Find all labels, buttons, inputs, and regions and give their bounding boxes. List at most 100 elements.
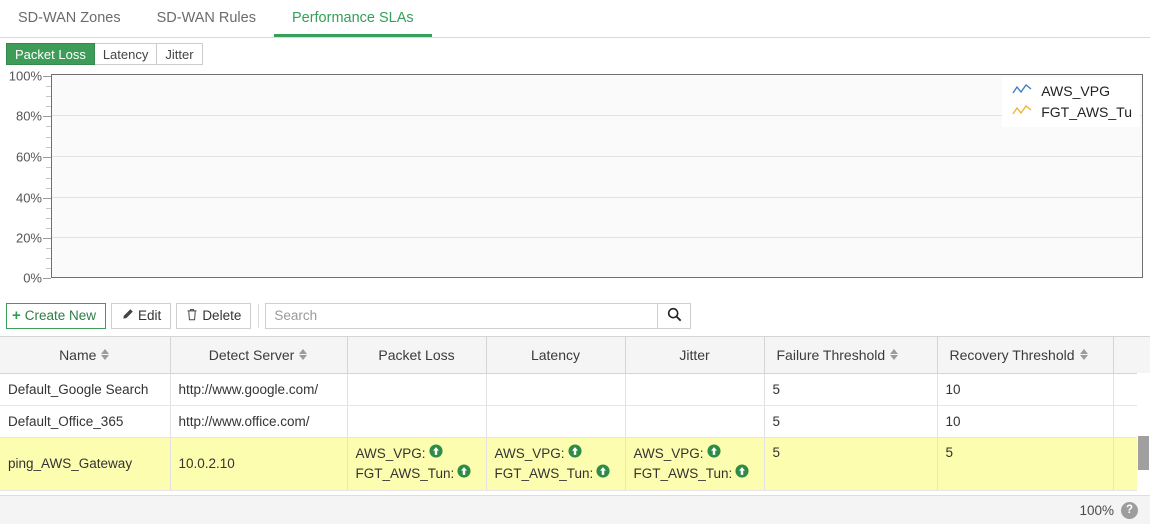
sort-icon[interactable]: [299, 348, 308, 361]
member-status: FGT_AWS_Tun:: [495, 464, 617, 483]
column-header-packet-loss[interactable]: Packet Loss: [347, 337, 487, 374]
status-up-icon: [596, 464, 610, 483]
search-icon: [667, 307, 682, 325]
chart-gridline: [52, 115, 1142, 116]
table-row[interactable]: ping_AWS_Gateway 10.0.2.10 AWS_VPG: FGT_…: [0, 437, 1150, 491]
member-status: AWS_VPG:: [495, 444, 617, 463]
y-tick-minor: [46, 268, 51, 269]
search-button[interactable]: [657, 302, 692, 329]
sort-icon[interactable]: [101, 348, 110, 361]
search-group: [265, 302, 692, 329]
cell-jitter: [625, 373, 765, 406]
toolbar-divider: [258, 303, 260, 328]
y-tick-major: [43, 76, 51, 77]
column-header-overflow[interactable]: [1113, 337, 1150, 374]
y-tick-minor: [46, 178, 51, 179]
y-tick-label-0: 0%: [23, 270, 42, 286]
legend-item-fgt-aws-tu[interactable]: FGT_AWS_Tu: [1012, 104, 1132, 120]
sort-icon[interactable]: [1079, 348, 1089, 361]
status-up-icon: [457, 464, 471, 483]
delete-button[interactable]: Delete: [176, 302, 252, 329]
y-tick-minor: [46, 96, 51, 97]
tab-sd-wan-zones[interactable]: SD-WAN Zones: [18, 10, 121, 26]
y-tick-major: [43, 198, 51, 199]
edit-button[interactable]: Edit: [111, 302, 172, 329]
y-tick-minor: [46, 258, 51, 259]
y-tick-minor: [46, 208, 51, 209]
cell-failure-threshold: 5: [764, 373, 938, 406]
sort-icon[interactable]: [890, 348, 899, 361]
cell-name: ping_AWS_Gateway: [0, 437, 171, 491]
search-input[interactable]: [265, 302, 658, 329]
column-header-name[interactable]: Name: [0, 337, 171, 374]
y-tick-label-20: 20%: [15, 230, 42, 246]
y-tick-major: [43, 278, 51, 279]
help-icon[interactable]: ?: [1121, 501, 1138, 519]
column-header-name-label: Name: [59, 346, 97, 363]
member-status: AWS_VPG:: [356, 444, 478, 463]
table-scrollbar[interactable]: [1137, 373, 1150, 494]
chart-plot-area: AWS_VPG FGT_AWS_Tu: [51, 74, 1143, 278]
main-tab-bar: SD-WAN Zones SD-WAN Rules Performance SL…: [0, 0, 1150, 38]
chart-legend: AWS_VPG FGT_AWS_Tu: [1002, 77, 1140, 127]
table-row[interactable]: Default_Google Search http://www.google.…: [0, 373, 1150, 406]
chart-y-axis: 100% 80% 60% 40% 20% 0%: [0, 68, 51, 286]
table-header-row: Name Detect Server Packet Loss: [0, 337, 1150, 374]
pencil-icon: [121, 308, 134, 324]
cell-jitter: AWS_VPG: FGT_AWS_Tun:: [625, 437, 765, 491]
member-label: AWS_VPG:: [355, 446, 426, 461]
delete-label: Delete: [202, 308, 242, 323]
cell-failure-threshold: 5: [764, 405, 938, 438]
y-tick-label-100: 100%: [8, 68, 42, 84]
packet-loss-chart: 100% 80% 60% 40% 20% 0%: [0, 68, 1150, 290]
y-tick-minor: [46, 137, 51, 138]
column-header-detect-server[interactable]: Detect Server: [170, 337, 348, 374]
chart-gridline: [52, 156, 1142, 157]
sla-table-container: Name Detect Server Packet Loss: [0, 336, 1150, 494]
subtab-jitter[interactable]: Jitter: [157, 43, 203, 65]
legend-item-aws-vpg[interactable]: AWS_VPG: [1012, 83, 1132, 99]
y-tick-minor: [46, 126, 51, 127]
column-header-jitter[interactable]: Jitter: [625, 337, 765, 374]
y-tick-label-40: 40%: [15, 190, 42, 206]
zoom-level: 100%: [1079, 502, 1114, 518]
status-bar: 100% ?: [0, 495, 1150, 524]
create-new-button[interactable]: + Create New: [6, 302, 107, 329]
cell-latency: [486, 373, 626, 406]
trash-icon: [186, 308, 198, 324]
legend-label-fgt-aws-tu: FGT_AWS_Tu: [1041, 104, 1132, 120]
cell-name: Default_Google Search: [0, 373, 171, 406]
cell-jitter: [625, 405, 765, 438]
tab-sd-wan-rules[interactable]: SD-WAN Rules: [156, 10, 256, 26]
edit-label: Edit: [138, 308, 162, 323]
subtab-packet-loss[interactable]: Packet Loss: [6, 43, 95, 65]
member-status: AWS_VPG:: [634, 444, 756, 463]
member-label: AWS_VPG:: [494, 446, 565, 461]
member-status: FGT_AWS_Tun:: [356, 464, 478, 483]
member-label: AWS_VPG:: [633, 446, 704, 461]
cell-failure-threshold: 5: [764, 437, 938, 491]
table-row[interactable]: Default_Office_365 http://www.office.com…: [0, 405, 1150, 438]
subtab-latency[interactable]: Latency: [94, 43, 158, 65]
y-tick-minor: [46, 248, 51, 249]
table-scrollbar-thumb[interactable]: [1138, 436, 1149, 470]
column-header-failure-threshold-label: Failure Threshold: [776, 346, 886, 363]
metric-toggle-group: Packet Loss Latency Jitter: [6, 43, 203, 65]
column-header-jitter-label: Jitter: [679, 346, 710, 363]
member-label: FGT_AWS_Tun:: [355, 466, 455, 481]
member-label: FGT_AWS_Tun:: [633, 466, 733, 481]
y-tick-label-60: 60%: [15, 149, 42, 165]
y-tick-minor: [46, 106, 51, 107]
cell-recovery-threshold: 10: [937, 373, 1114, 406]
column-header-latency[interactable]: Latency: [486, 337, 626, 374]
cell-detect-server: http://www.office.com/: [170, 405, 348, 438]
column-header-recovery-threshold[interactable]: Recovery Threshold: [937, 337, 1114, 374]
cell-latency: AWS_VPG: FGT_AWS_Tun:: [486, 437, 626, 491]
cell-detect-server: 10.0.2.10: [170, 437, 348, 491]
column-header-recovery-threshold-label: Recovery Threshold: [949, 346, 1075, 363]
y-tick-major: [43, 116, 51, 117]
column-header-failure-threshold[interactable]: Failure Threshold: [764, 337, 938, 374]
y-tick-label-80: 80%: [15, 108, 42, 124]
tab-performance-slas[interactable]: Performance SLAs: [273, 0, 432, 37]
y-tick-minor: [46, 147, 51, 148]
